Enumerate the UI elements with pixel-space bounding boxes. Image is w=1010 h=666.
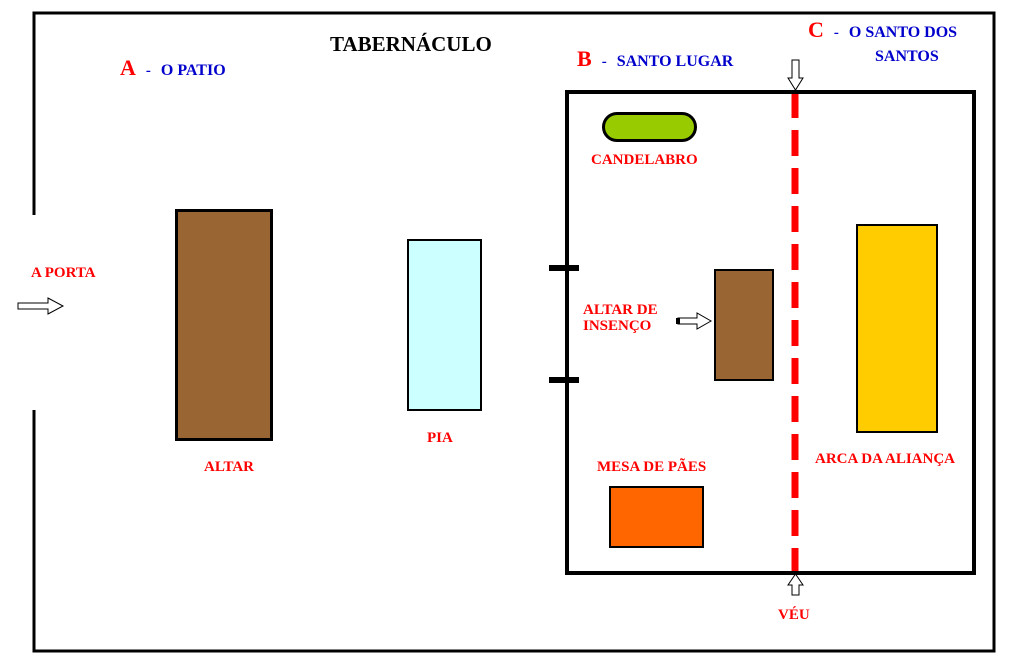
altar-shape xyxy=(175,209,273,441)
arca-label: ARCA DA ALIANÇA xyxy=(815,451,956,467)
section-a-name: O PATIO xyxy=(160,62,226,79)
porta-label: A PORTA xyxy=(31,265,96,281)
altar-label: ALTAR xyxy=(204,459,255,475)
veu-arrow-top xyxy=(787,59,804,91)
porta-arrow xyxy=(17,297,65,315)
section-c-dash: - xyxy=(833,25,839,41)
candelabro-label: CANDELABRO xyxy=(591,152,698,168)
section-b-heading: B - SANTO LUGAR xyxy=(577,46,733,72)
pia-shape xyxy=(407,239,482,411)
veu-arrow-bottom xyxy=(787,573,804,596)
mesa-shape xyxy=(609,486,704,548)
section-a-heading: A - O PATIO xyxy=(120,55,226,81)
section-b-name: SANTO LUGAR xyxy=(616,53,734,70)
section-c-name-line2: SANTOS xyxy=(875,48,939,65)
section-c-letter: C xyxy=(808,17,824,42)
altar-incenso-label-line1: ALTAR DE xyxy=(583,302,658,318)
altar-incenso-label-line2: INSENÇO xyxy=(583,318,652,334)
arca-shape xyxy=(856,224,938,433)
altar-incenso-shape xyxy=(714,269,774,381)
santo-lugar-building xyxy=(565,90,976,575)
section-b-dash: - xyxy=(601,54,607,70)
pia-label: PIA xyxy=(427,430,453,446)
court-outline xyxy=(32,11,996,653)
section-a-dash: - xyxy=(145,63,151,79)
candelabro-shape xyxy=(602,112,697,142)
incenso-arrow xyxy=(677,312,713,330)
section-a-letter: A xyxy=(120,55,136,80)
veu-label: VÉU xyxy=(778,607,810,623)
section-c-heading: C - O SANTO DOS xyxy=(808,17,957,43)
section-b-letter: B xyxy=(577,46,592,71)
mesa-label: MESA DE PÃES xyxy=(597,459,707,475)
page-title: TABERNÁCULO xyxy=(330,32,492,56)
section-c-name-line1: O SANTO DOS xyxy=(848,24,958,41)
